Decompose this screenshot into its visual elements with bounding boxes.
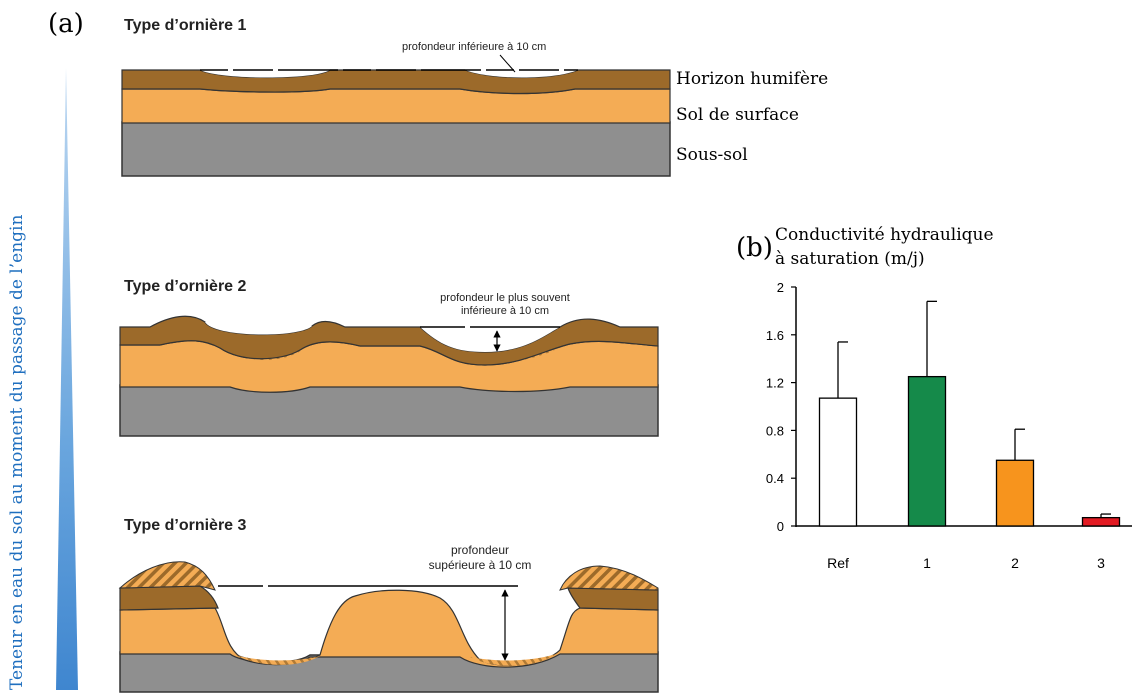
rut1-rut-left <box>200 70 330 78</box>
rut-type-3-diagram: Type d’ornière 3 profondeur supérieure à… <box>118 517 659 693</box>
bar-ref <box>818 397 858 527</box>
chart-ticks: 0 0.4 0.8 1.2 1.6 2 <box>766 280 796 534</box>
rut-type-3-title: Type d’ornière 3 <box>124 517 247 534</box>
y-tick-label: 2 <box>777 280 784 295</box>
rut2-depth-note-line-2: inférieure à 10 cm <box>461 305 549 317</box>
rut1-subsoil-layer <box>121 121 671 177</box>
rut-type-1-diagram: Type d’ornière 1 profondeur inférieure à… <box>121 17 828 177</box>
bar-2 <box>995 459 1035 527</box>
bar-3 <box>1081 516 1121 527</box>
x-tick-label-3: 3 <box>1097 555 1105 571</box>
rut2-subsoil-layer <box>119 384 659 437</box>
rut-type-2-title: Type d’ornière 2 <box>124 278 247 295</box>
rut2-surface-soil-layer <box>119 340 659 393</box>
x-tick-label-2: 2 <box>1011 555 1019 571</box>
chart-title-line-1: Conductivité hydraulique <box>775 225 994 245</box>
rut1-depth-pointer <box>499 54 516 73</box>
rut1-depth-note: profondeur inférieure à 10 cm <box>402 41 546 53</box>
water-content-wedge <box>56 68 78 690</box>
x-tick-label-1: 1 <box>923 555 931 571</box>
panel-a-label: (a) <box>48 9 84 39</box>
x-tick-label-ref: Ref <box>827 555 849 571</box>
panel-b-label: (b) <box>736 233 773 263</box>
chart-title-line-2: à saturation (m/j) <box>775 249 925 269</box>
y-tick-label: 0.4 <box>766 471 784 486</box>
rut1-rut-right <box>465 70 578 78</box>
rut3-berm-right <box>559 565 659 591</box>
rut-type-1-title: Type d’ornière 1 <box>124 17 247 34</box>
rut-type-2-diagram: Type d’ornière 2 profondeur le plus souv… <box>119 278 659 437</box>
y-tick-label: 1.6 <box>766 328 784 343</box>
rut3-subsoil-layer <box>119 651 659 693</box>
chart-bars: Ref 1 2 3 <box>818 300 1121 571</box>
rut1-surface-soil-layer <box>121 88 671 124</box>
rut2-depth-note-line-1: profondeur le plus souvent <box>440 292 570 304</box>
layer-label-surface-soil: Sol de surface <box>676 105 799 125</box>
rut2-rut-right <box>420 327 560 352</box>
bar-1 <box>907 375 947 527</box>
rut3-depth-note-line-2: supérieure à 10 cm <box>429 558 532 572</box>
layer-label-subsoil: Sous-sol <box>676 145 748 165</box>
y-tick-label: 1.2 <box>766 376 784 391</box>
y-tick-label: 0.8 <box>766 423 784 438</box>
layer-label-humus: Horizon humifère <box>676 69 828 89</box>
rut2-rut-left <box>205 319 312 335</box>
conductivity-chart: (b) Conductivité hydraulique à saturatio… <box>736 225 1132 571</box>
y-tick-label: 0 <box>777 519 784 534</box>
rut3-compaction-right <box>470 654 556 666</box>
rut3-berm-left <box>118 561 216 591</box>
water-content-axis-label: Teneur en eau du sol au moment du passag… <box>7 215 27 690</box>
rut3-compaction-left <box>235 655 320 665</box>
rut3-humus-right <box>567 587 659 611</box>
rut3-depth-note-line-1: profondeur <box>451 543 509 557</box>
rut3-humus-left <box>119 585 219 611</box>
